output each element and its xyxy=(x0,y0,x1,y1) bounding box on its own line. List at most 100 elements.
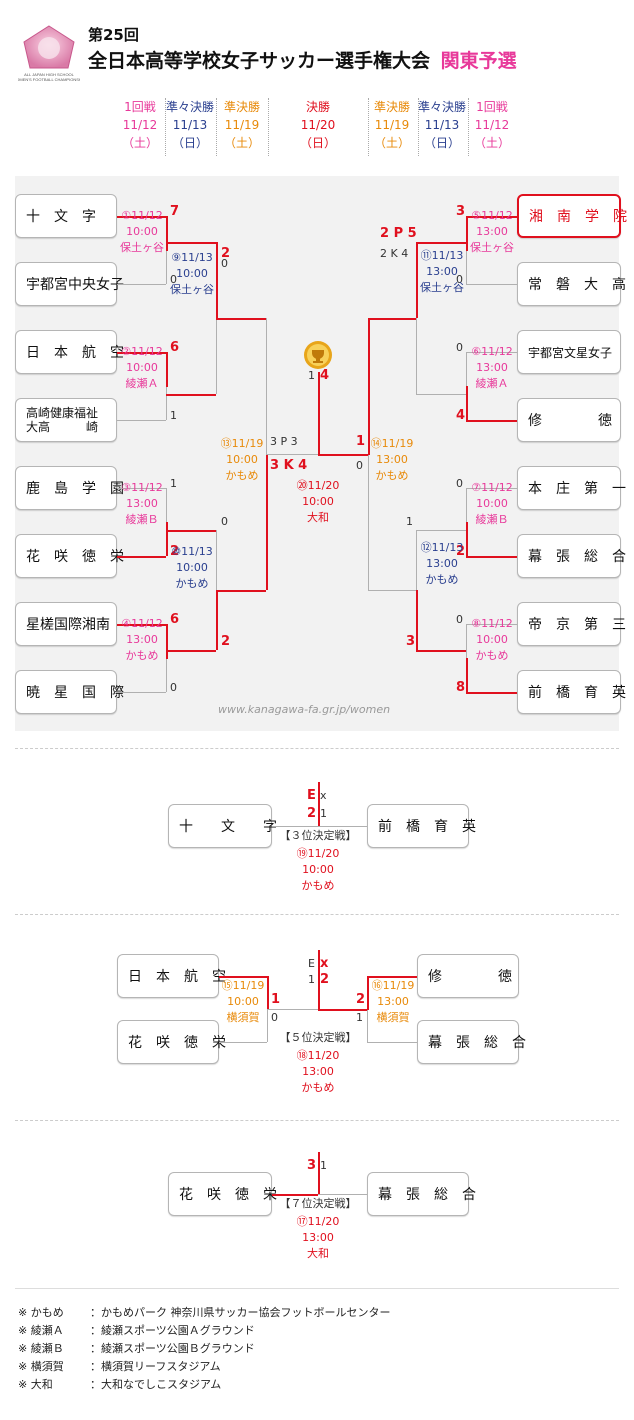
team-right[interactable]: 前 橋 育 英 xyxy=(517,670,626,714)
note-row: ※ 横須賀：横須賀リーフスタジアム xyxy=(18,1358,391,1376)
schedule-day: （土） xyxy=(373,136,410,150)
team-5-4[interactable]: 幕 張 総 合 xyxy=(417,1020,526,1064)
note-key: ※ 綾瀬Ｂ xyxy=(18,1342,64,1355)
team-left[interactable]: 花 咲 徳 栄 xyxy=(15,534,124,578)
bracket-line-win xyxy=(216,318,266,320)
team-right[interactable]: 修 徳 xyxy=(517,398,621,442)
team-7-right[interactable]: 幕 張 総 合 xyxy=(367,1172,476,1216)
bracket-line-win xyxy=(272,1194,318,1196)
score: 3 xyxy=(456,204,466,219)
match-no: ⑨ xyxy=(171,251,182,264)
match-venue: 綾瀬Ｂ xyxy=(125,513,159,526)
team-name: 暁 星 国 際 xyxy=(26,685,124,701)
match-no: ⑲ xyxy=(296,847,308,860)
match-date: ④11/12 xyxy=(121,616,163,632)
team-right[interactable]: 常 磐 大 高 xyxy=(517,262,626,306)
team-name: 十 文 字 xyxy=(179,819,277,835)
score: 3 P 3 xyxy=(270,435,298,448)
tournament-logo: ALL JAPAN HIGH SCHOOL WOMEN'S FOOTBALL C… xyxy=(12,22,86,84)
match-date: ⑤11/12 xyxy=(471,208,513,224)
team-5-1[interactable]: 日 本 航 空 xyxy=(117,954,226,998)
date: 11/19 xyxy=(382,979,415,992)
match-time: 10:00 xyxy=(476,497,508,510)
team-left[interactable]: 日 本 航 空 xyxy=(15,330,124,374)
note-row: ※ 大和：大和なでしこスタジアム xyxy=(18,1376,391,1394)
match-no: ① xyxy=(121,209,132,222)
match-date: ②11/12 xyxy=(121,344,163,360)
bracket-line-win xyxy=(166,530,216,532)
bracket-line xyxy=(117,488,166,489)
team-left[interactable]: 鹿 島 学 園 xyxy=(15,466,124,510)
score: 2 xyxy=(356,992,366,1007)
bracket-line-win xyxy=(219,976,267,978)
schedule-date: 11/12 xyxy=(122,118,158,132)
score: 6 xyxy=(170,340,180,355)
seventh-venue: 大和 xyxy=(307,1247,329,1260)
note-row: ※ 綾瀬Ａ：綾瀬スポーツ公園Ａグラウンド xyxy=(18,1322,391,1340)
team-name: 花 咲 徳 栄 xyxy=(128,1035,226,1051)
date: 11/20 xyxy=(307,1049,340,1062)
schedule-day: （土） xyxy=(223,136,260,150)
match-date: ③11/12 xyxy=(121,480,163,496)
team-left[interactable]: 高崎健康福祉大高 崎 xyxy=(15,398,117,442)
bracket-line xyxy=(416,530,466,531)
match-time: 13:00 xyxy=(126,633,158,646)
match-time: 10:00 xyxy=(126,225,158,238)
source-url[interactable]: www.kanagawa-fa.gr.jp/women xyxy=(218,703,391,716)
team-5-2[interactable]: 花 咲 徳 栄 xyxy=(117,1020,226,1064)
svg-text:WOMEN'S FOOTBALL CHAMPIONSHIP: WOMEN'S FOOTBALL CHAMPIONSHIP xyxy=(18,77,80,82)
bracket-line-win xyxy=(318,454,368,456)
bracket-line-win xyxy=(466,556,517,558)
team-left[interactable]: 星槎国際湘南 xyxy=(15,602,117,646)
match-no: ② xyxy=(121,345,132,358)
team-third-left[interactable]: 十 文 字 xyxy=(168,804,277,848)
bracket-line xyxy=(367,1042,417,1043)
match-date: ⑳11/20 xyxy=(297,478,340,494)
bracket-line-win xyxy=(117,352,166,354)
team-name: 幕 張 総 合 xyxy=(428,1035,526,1051)
team-name: 宇都宮中央女子 xyxy=(26,277,124,293)
team-name: 星槎国際湘南 xyxy=(26,617,110,633)
match-no: ④ xyxy=(121,617,132,630)
team-right[interactable]: 帝 京 第 三 xyxy=(517,602,626,646)
match-venue: 綾瀬Ａ xyxy=(125,377,159,390)
seventh-title: 【７位決定戦】 xyxy=(279,1197,357,1210)
team-left[interactable]: 暁 星 国 際 xyxy=(15,670,124,714)
team-right[interactable]: 幕 張 総 合 xyxy=(517,534,626,578)
match-no: ⑫ xyxy=(420,541,432,554)
match-venue: 綾瀬Ｂ xyxy=(475,513,509,526)
team-right[interactable]: 本 庄 第 一 xyxy=(517,466,626,510)
third-date: ⑲11/20 xyxy=(297,846,340,862)
team-name: 前 橋 育 英 xyxy=(378,819,476,835)
score: 1 xyxy=(356,434,366,449)
team-right[interactable]: 宇都宮文星女子 xyxy=(517,330,621,374)
fifth-time: 13:00 xyxy=(302,1065,334,1078)
match-venue: 大和 xyxy=(307,511,329,524)
team-third-right[interactable]: 前 橋 育 英 xyxy=(367,804,476,848)
match-time: 10:00 xyxy=(126,361,158,374)
date: 11/13 xyxy=(181,545,213,558)
team-left[interactable]: 宇都宮中央女子 xyxy=(15,262,124,306)
team-left[interactable]: 十 文 字 xyxy=(15,194,117,238)
match-date: ⑫11/13 xyxy=(421,540,464,556)
divider-4 xyxy=(15,1288,619,1289)
bracket-line-win xyxy=(466,420,517,422)
match-date: ⑦11/12 xyxy=(471,480,513,496)
schedule-date: 11/12 xyxy=(474,118,510,132)
bracket-line xyxy=(219,1042,267,1043)
score: 0 xyxy=(456,341,463,354)
fifth-title: 【５位決定戦】 xyxy=(279,1031,357,1044)
score: 2 K 4 xyxy=(380,247,409,260)
team-5-3[interactable]: 修 徳 xyxy=(417,954,519,998)
semi-date: ⑯11/19 xyxy=(372,978,415,994)
schedule-round: 準決勝 xyxy=(373,100,410,114)
bracket-line-win xyxy=(466,692,517,694)
bracket-line xyxy=(117,692,166,693)
team-7-left[interactable]: 花 咲 徳 栄 xyxy=(168,1172,277,1216)
team-right[interactable]: 湘 南 学 院 xyxy=(517,194,627,238)
match-time: 10:00 xyxy=(302,495,334,508)
